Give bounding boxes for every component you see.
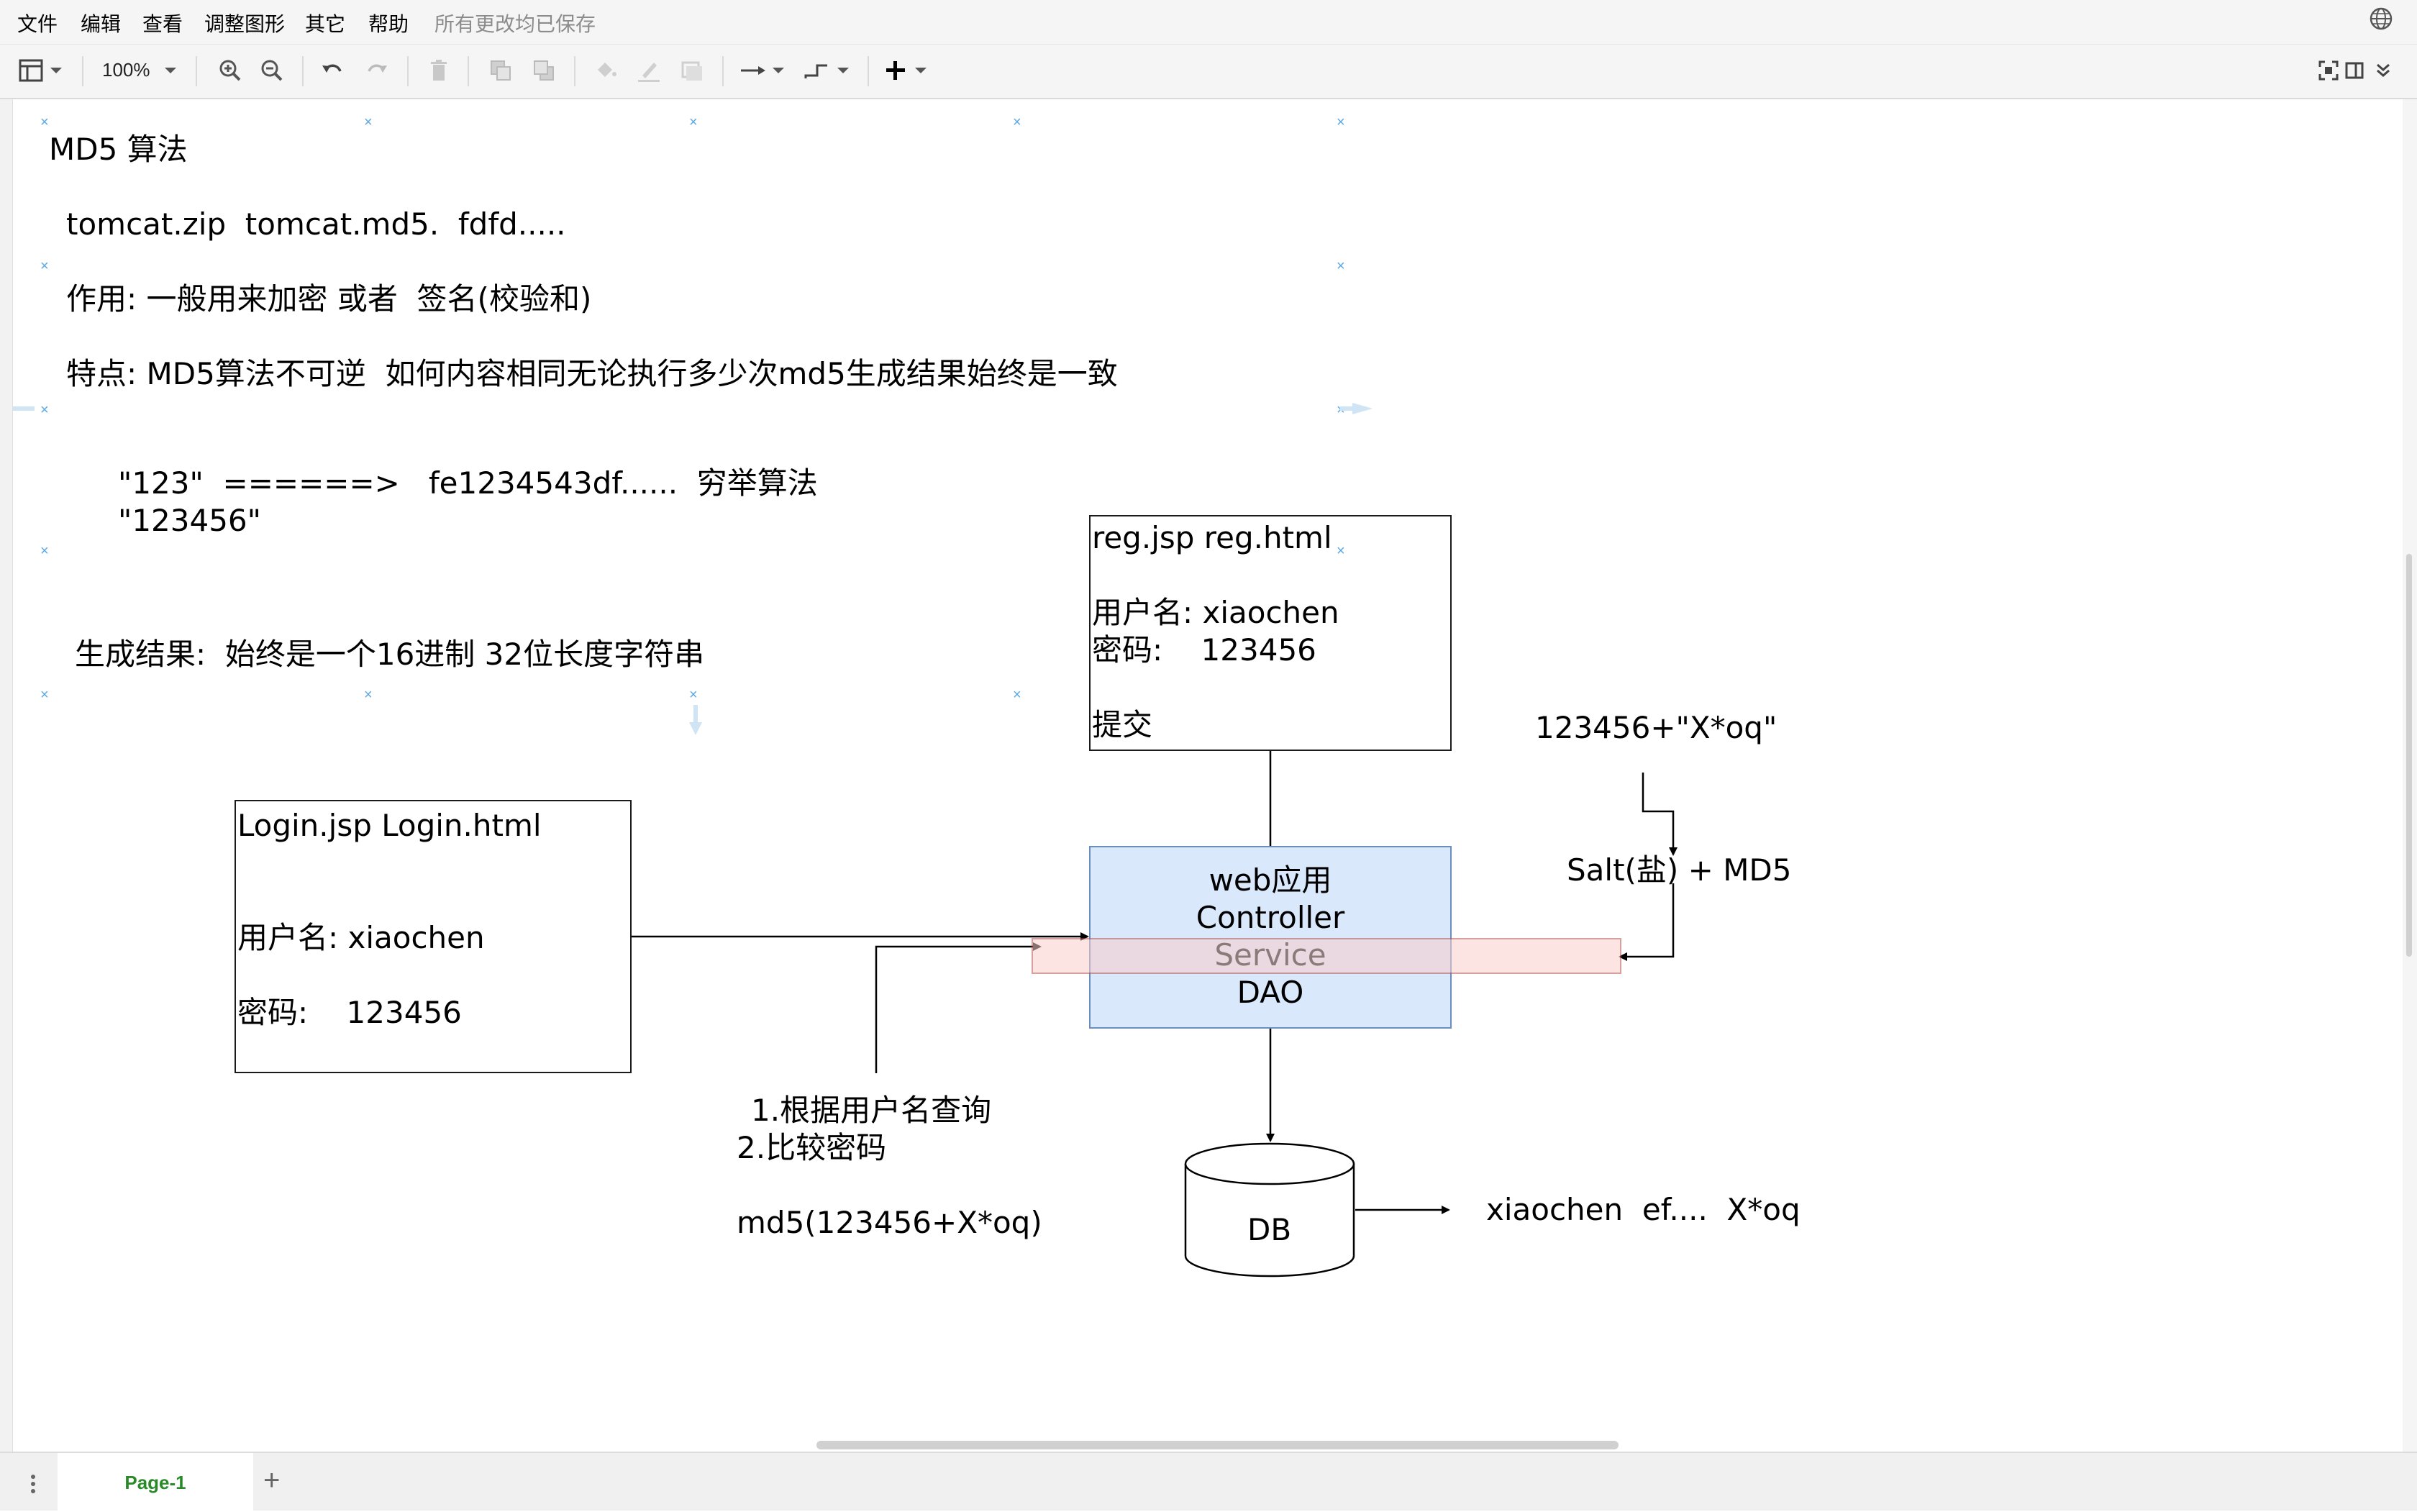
left-gutter — [0, 99, 13, 1452]
toolbar-separator — [82, 56, 83, 86]
notes-line-1[interactable]: tomcat.zip tomcat.md5. fdfd..... — [66, 206, 566, 242]
fullscreen-icon[interactable] — [2316, 56, 2341, 85]
selection-handle[interactable]: × — [364, 687, 373, 703]
reg-page-box[interactable]: reg.jsp reg.html 用户名: xiaochen 密码: 12345… — [1089, 515, 1452, 751]
guide-arrow-right — [1352, 403, 1373, 414]
login-box-title: Login.jsp Login.html — [237, 808, 542, 843]
vertical-scrollbar-thumb[interactable] — [2406, 554, 2412, 957]
save-status: 所有更改均已保存 — [434, 12, 596, 36]
notes-line-2[interactable]: 作用: 一般用来加密 或者 签名(校验和) — [66, 281, 592, 316]
notes-line-4[interactable]: "123" ======> fe1234543df...... 穷举算法 — [118, 465, 818, 501]
reg-box-title: reg.jsp reg.html — [1092, 520, 1332, 555]
selection-handle[interactable]: × — [40, 687, 49, 703]
selection-handle[interactable]: × — [1013, 114, 1021, 130]
shadow-icon — [678, 56, 706, 85]
notes-title[interactable]: MD5 算法 — [49, 132, 188, 167]
edge-salt-input — [1642, 773, 1678, 856]
menu-help[interactable]: 帮助 — [368, 12, 409, 36]
menu-bar: 文件 编辑 查看 调整图形 其它 帮助 所有更改均已保存 — [0, 0, 2417, 45]
to-front-icon — [486, 56, 515, 85]
selection-handle[interactable]: × — [1337, 258, 1345, 274]
menu-view[interactable]: 查看 — [142, 12, 183, 36]
page-tab-1[interactable]: Page-1 — [58, 1453, 253, 1512]
connectors — [13, 403, 1678, 1214]
collapse-icon[interactable] — [2371, 56, 2395, 85]
step-compare[interactable]: 2.比较密码 — [737, 1130, 887, 1165]
web-app-line-4: DAO — [1237, 975, 1304, 1010]
line-color-icon — [634, 56, 663, 85]
login-page-box[interactable]: Login.jsp Login.html 用户名: xiaochen 密码: 1… — [235, 800, 632, 1073]
salt-md5-label[interactable]: Salt(盐) + MD5 — [1567, 852, 1792, 888]
selection-handle[interactable]: × — [40, 402, 49, 418]
toolbar-separator — [407, 56, 409, 86]
connection-icon[interactable] — [738, 56, 788, 85]
selection-handle[interactable]: × — [689, 114, 698, 130]
edge-step-to-service — [875, 942, 1042, 1073]
notes-line-3[interactable]: 特点: MD5算法不可逆 如何内容相同无论执行多少次md5生成结果始终是一致 — [66, 356, 1118, 391]
pages-menu-icon[interactable] — [29, 1473, 37, 1495]
menu-edit[interactable]: 编辑 — [81, 12, 122, 36]
toolbar-separator — [302, 56, 304, 86]
zoom-in-icon[interactable] — [216, 56, 245, 85]
edge-salt-to-service — [1619, 883, 1675, 961]
toolbar-separator — [574, 56, 575, 86]
reg-box-password: 密码: 123456 — [1092, 632, 1316, 668]
selection-handle[interactable]: × — [40, 543, 49, 559]
delete-icon — [424, 56, 453, 85]
selection-handle[interactable]: × — [40, 258, 49, 274]
add-page-button[interactable]: + — [263, 1465, 281, 1496]
fill-color-icon — [591, 56, 620, 85]
format-toggle-icon[interactable] — [2342, 56, 2367, 85]
step-query[interactable]: 1.根据用户名查询 — [751, 1093, 992, 1128]
login-box-username: 用户名: xiaochen — [237, 920, 485, 955]
horizontal-scrollbar-thumb[interactable] — [816, 1441, 1619, 1449]
toolbar: 100% — [0, 45, 2417, 99]
notes-line-5[interactable]: "123456" — [118, 503, 261, 538]
zoom-level[interactable]: 100% — [102, 59, 150, 81]
undo-icon[interactable] — [318, 56, 347, 85]
service-highlight[interactable] — [1032, 938, 1621, 974]
selection-handle[interactable]: × — [1337, 543, 1345, 559]
toolbar-separator — [722, 56, 724, 86]
web-app-line-1: web应用 — [1208, 862, 1332, 898]
step-formula[interactable]: md5(123456+X*oq) — [737, 1205, 1042, 1240]
to-back-icon — [529, 56, 558, 85]
db-record-text[interactable]: xiaochen ef.... X*oq — [1486, 1192, 1801, 1227]
db-cylinder[interactable] — [1184, 1142, 1357, 1279]
menu-file[interactable]: 文件 — [17, 12, 58, 36]
selection-handle[interactable]: × — [40, 114, 49, 130]
toolbar-separator — [868, 56, 869, 86]
selection-handle[interactable]: × — [1337, 114, 1345, 130]
toolbar-separator — [468, 56, 469, 86]
reg-box-submit: 提交 — [1092, 707, 1153, 742]
web-app-labels: web应用 Controller Service DAO — [1089, 862, 1452, 1011]
web-app-line-3: Service — [1214, 937, 1326, 973]
insert-icon[interactable] — [883, 56, 934, 85]
diagram-canvas[interactable]: × × × × × × × × × × × × × × × × MD5 算法 t… — [13, 99, 2403, 1452]
page-bar: Page-1 + — [0, 1452, 2417, 1512]
zoom-dropdown-icon[interactable] — [160, 56, 181, 85]
redo-icon — [363, 56, 391, 85]
format-panel-icon[interactable] — [17, 56, 68, 85]
globe-icon[interactable] — [2368, 6, 2394, 32]
web-app-line-2: Controller — [1196, 900, 1345, 935]
notes-line-6[interactable]: 生成结果: 始终是一个16进制 32位长度字符串 — [75, 637, 705, 672]
waypoints-icon[interactable] — [803, 56, 853, 85]
web-app-box[interactable] — [1089, 846, 1452, 1029]
reg-box-username: 用户名: xiaochen — [1092, 595, 1339, 630]
toolbar-separator — [196, 56, 197, 86]
login-box-password: 密码: 123456 — [237, 995, 462, 1030]
salt-input-text[interactable]: 123456+"X*oq" — [1535, 710, 1778, 745]
selection-handle[interactable]: × — [364, 114, 373, 130]
zoom-out-icon[interactable] — [258, 56, 286, 85]
db-label: DB — [1247, 1212, 1292, 1247]
selection-handle[interactable]: × — [689, 687, 698, 703]
menu-arrange[interactable]: 调整图形 — [204, 12, 286, 36]
menu-extras[interactable]: 其它 — [305, 12, 346, 36]
selection-handle[interactable]: × — [1013, 687, 1021, 703]
